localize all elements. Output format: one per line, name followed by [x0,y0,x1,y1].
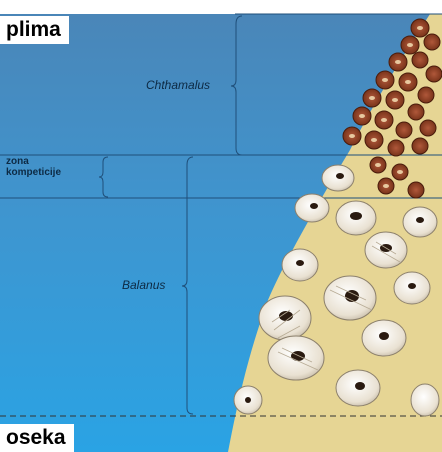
chthamalus-label: Chthamalus [146,78,210,92]
competition-zone-line2: kompeticije [6,167,61,178]
competition-zone-line1: zona [6,156,61,167]
low-tide-label: oseka [0,424,74,452]
balanus-label: Balanus [122,278,165,292]
competition-zone-label: zona kompeticije [6,156,61,178]
high-tide-label: plima [0,16,69,44]
